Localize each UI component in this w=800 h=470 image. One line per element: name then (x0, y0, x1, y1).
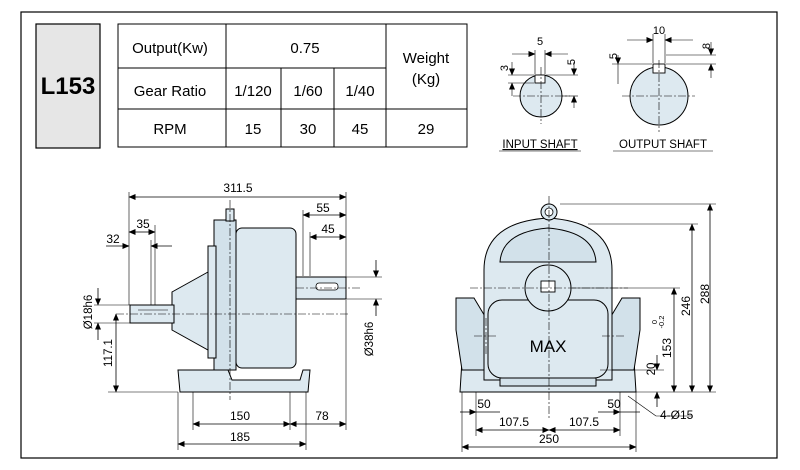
dim-246: 246 (679, 296, 693, 316)
dim-153: 153 (660, 338, 674, 358)
rpm-1: 15 (245, 121, 262, 138)
dim-55: 55 (316, 201, 330, 215)
side-view: 311.5 55 45 35 32 Ø18h6 117.1 Ø38h6 (83, 181, 382, 450)
dim-107-5-left: 107.5 (499, 415, 529, 429)
output-dim-right: 8 (701, 43, 713, 49)
dim-250: 250 (539, 432, 559, 446)
dim-45: 45 (321, 222, 335, 236)
dim-311-5: 311.5 (223, 181, 252, 195)
outer-frame (20, 11, 778, 459)
output-label: Output(Kw) (132, 40, 208, 57)
dim-50-right: 50 (607, 397, 621, 411)
front-view: MAX 288 246 153 0 -0.2 20 50 50 (455, 196, 716, 452)
ratio-2: 1/60 (293, 83, 322, 100)
max-label: MAX (530, 337, 567, 356)
holes-label: 4-Ø15 (660, 408, 694, 422)
input-dim-left: 3 (499, 65, 511, 71)
dim-20: 20 (646, 363, 658, 376)
gear-ratio-label: Gear Ratio (134, 83, 207, 100)
dim-153-tol-upper: 0 (650, 320, 659, 324)
output-dim-top: 10 (653, 25, 665, 37)
dim-107-5-right: 107.5 (569, 415, 599, 429)
rpm-2: 30 (300, 121, 317, 138)
dim-153-tol-lower: -0.2 (657, 316, 666, 329)
model-label: L153 (41, 73, 96, 100)
dim-117-1: 117.1 (103, 339, 115, 367)
spec-table: Output(Kw) 0.75 Gear Ratio 1/120 1/60 1/… (117, 23, 468, 148)
weight-label-line1: Weight (403, 50, 450, 67)
dim-32: 32 (106, 232, 120, 246)
output-dim-left: 5 (608, 53, 620, 59)
input-diameter: Ø18h6 (83, 295, 95, 330)
weight-value: 29 (418, 121, 435, 138)
output-value: 0.75 (290, 40, 319, 57)
dim-50-left: 50 (477, 397, 491, 411)
dim-288: 288 (698, 284, 712, 304)
rpm-label: RPM (153, 121, 186, 138)
input-dim-right: 5 (566, 59, 578, 65)
input-shaft-caption: INPUT SHAFT (502, 139, 577, 151)
dim-185: 185 (230, 430, 250, 444)
input-shaft-section: 5 3 5 INPUT SHAFT (499, 36, 581, 152)
weight-label-line2: (Kg) (412, 71, 440, 88)
ratio-1: 1/120 (234, 83, 272, 100)
ratio-3: 1/40 (345, 83, 374, 100)
model-box: L153 (35, 23, 101, 149)
input-dim-top: 5 (537, 36, 543, 48)
output-shaft-section: 10 8 5 OUTPUT SHAFT (608, 25, 716, 152)
dim-78: 78 (315, 409, 329, 423)
dim-35: 35 (136, 217, 150, 231)
output-shaft-caption: OUTPUT SHAFT (619, 139, 707, 151)
output-diameter: Ø38h6 (364, 322, 376, 357)
rpm-3: 45 (352, 121, 369, 138)
dim-150: 150 (230, 409, 250, 423)
